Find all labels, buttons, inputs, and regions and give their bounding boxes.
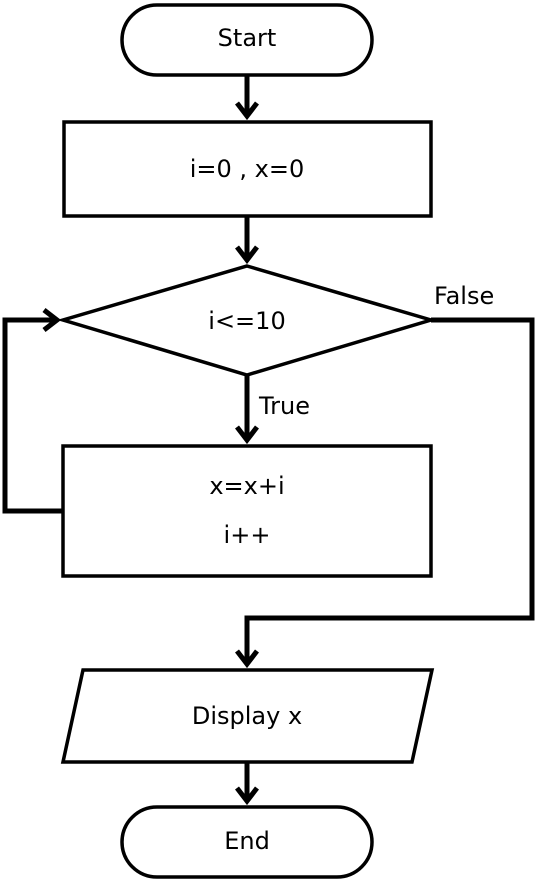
arrow-loop-back xyxy=(2,308,63,514)
arrow-init-to-condition xyxy=(235,216,259,265)
output-shape xyxy=(60,668,435,764)
connector-line xyxy=(2,317,63,514)
loop-body-shape xyxy=(61,444,433,578)
end-label: End xyxy=(224,827,270,855)
end-shape xyxy=(120,805,374,879)
loop-body-line: i++ xyxy=(224,521,271,549)
connector-line xyxy=(244,317,535,664)
end-node: End xyxy=(120,805,374,879)
arrowhead xyxy=(235,425,259,445)
condition-node: i<=10 xyxy=(56,264,438,377)
arrowhead xyxy=(42,308,62,332)
arrowhead xyxy=(235,101,259,121)
arrowhead xyxy=(235,786,259,806)
arrow-condition-to-output xyxy=(235,317,535,669)
loop-body-node: x=x+i i++ xyxy=(61,444,433,578)
arrowhead xyxy=(235,245,259,265)
arrow-start-to-init xyxy=(235,75,259,121)
false-edge-label: False xyxy=(434,282,494,310)
init-node: i=0 , x=0 xyxy=(62,120,433,218)
start-node: Start xyxy=(120,3,374,77)
loop-body-line: x=x+i xyxy=(209,472,284,500)
output-label: Display x xyxy=(192,702,302,730)
init-shape xyxy=(62,120,433,218)
init-label: i=0 , x=0 xyxy=(190,155,305,183)
arrowhead xyxy=(235,649,259,669)
arrow-condition-to-loop-body xyxy=(235,375,259,445)
true-edge-label: True xyxy=(258,392,310,420)
start-label: Start xyxy=(218,24,277,52)
output-node: Display x xyxy=(60,668,435,764)
condition-label: i<=10 xyxy=(208,307,285,335)
arrow-output-to-end xyxy=(235,762,259,806)
